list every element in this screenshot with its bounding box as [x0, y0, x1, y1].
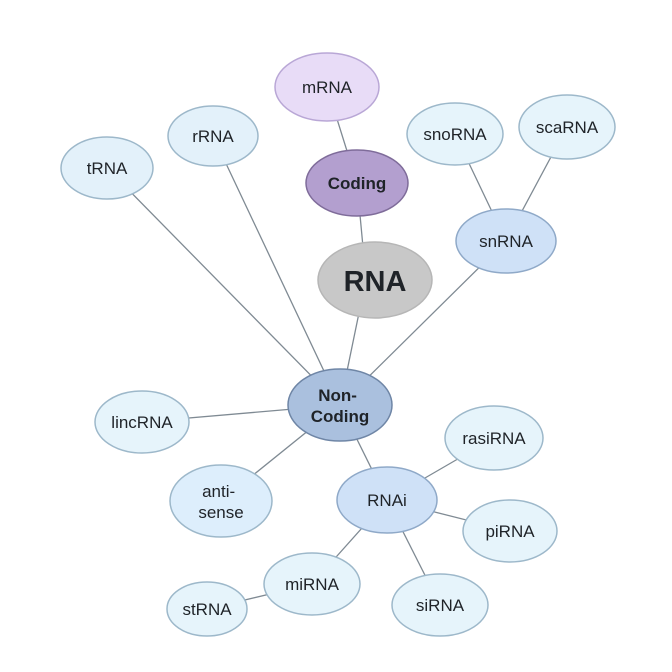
node-strna-shape [166, 581, 248, 637]
node-rrna-label: rRNA [192, 127, 234, 146]
node-coding-shape [305, 149, 409, 217]
node-noncoding-line-2: Coding [311, 407, 370, 426]
node-antisense[interactable]: anti- sense [169, 464, 273, 538]
node-noncoding-line-1: Non- [318, 386, 357, 405]
node-scarna[interactable]: scaRNA [518, 94, 616, 160]
node-sirna[interactable]: siRNA [391, 573, 489, 637]
node-strna-label: stRNA [182, 600, 232, 619]
node-lincrna[interactable]: lincRNA [94, 390, 190, 454]
node-noncoding[interactable]: Non- Coding [287, 368, 393, 442]
node-scarna-label: scaRNA [536, 118, 599, 137]
node-snrna-label: snRNA [479, 232, 534, 251]
node-trna[interactable]: tRNA [60, 136, 154, 200]
node-mrna-label: mRNA [302, 78, 353, 97]
node-snorna-label: snoRNA [423, 125, 487, 144]
node-pirna[interactable]: piRNA [462, 499, 558, 563]
node-mirna-shape [263, 552, 361, 616]
node-strna[interactable]: stRNA [166, 581, 248, 637]
node-mirna-label: miRNA [285, 575, 339, 594]
node-noncoding-label: Non- Coding [311, 386, 370, 426]
node-coding-label: Coding [328, 174, 387, 193]
node-antisense-line-1: anti- [202, 482, 235, 501]
node-trna-label: tRNA [87, 159, 128, 178]
node-rnai-label: RNAi [367, 491, 407, 510]
node-pirna-shape [462, 499, 558, 563]
node-rnai[interactable]: RNAi [336, 466, 438, 534]
node-mrna-shape [274, 52, 380, 122]
edge-noncoding-rrna [212, 135, 341, 406]
node-sirna-label: siRNA [416, 596, 465, 615]
node-rasirna-label: rasiRNA [462, 429, 526, 448]
node-rna[interactable]: RNA [317, 241, 433, 319]
node-pirna-label: piRNA [485, 522, 535, 541]
node-sirna-shape [391, 573, 489, 637]
node-rrna[interactable]: rRNA [167, 105, 259, 167]
node-rna-shape [317, 241, 433, 319]
node-lincrna-label: lincRNA [111, 413, 173, 432]
node-rrna-shape [167, 105, 259, 167]
node-rasirna[interactable]: rasiRNA [444, 405, 544, 471]
node-snorna-shape [406, 102, 504, 166]
node-mirna[interactable]: miRNA [263, 552, 361, 616]
node-snrna[interactable]: snRNA [455, 208, 557, 274]
node-snorna[interactable]: snoRNA [406, 102, 504, 166]
node-lincrna-shape [94, 390, 190, 454]
node-antisense-line-2: sense [198, 503, 243, 522]
node-rnai-shape [336, 466, 438, 534]
node-mrna[interactable]: mRNA [274, 52, 380, 122]
node-scarna-shape [518, 94, 616, 160]
node-rna-label: RNA [344, 266, 407, 298]
node-noncoding-shape [287, 368, 393, 442]
edge-noncoding-trna [106, 167, 341, 406]
node-trna-shape [60, 136, 154, 200]
node-antisense-label: anti- sense [198, 482, 243, 522]
node-coding[interactable]: Coding [305, 149, 409, 217]
node-antisense-shape [169, 464, 273, 538]
node-snrna-shape [455, 208, 557, 274]
node-rasirna-shape [444, 405, 544, 471]
